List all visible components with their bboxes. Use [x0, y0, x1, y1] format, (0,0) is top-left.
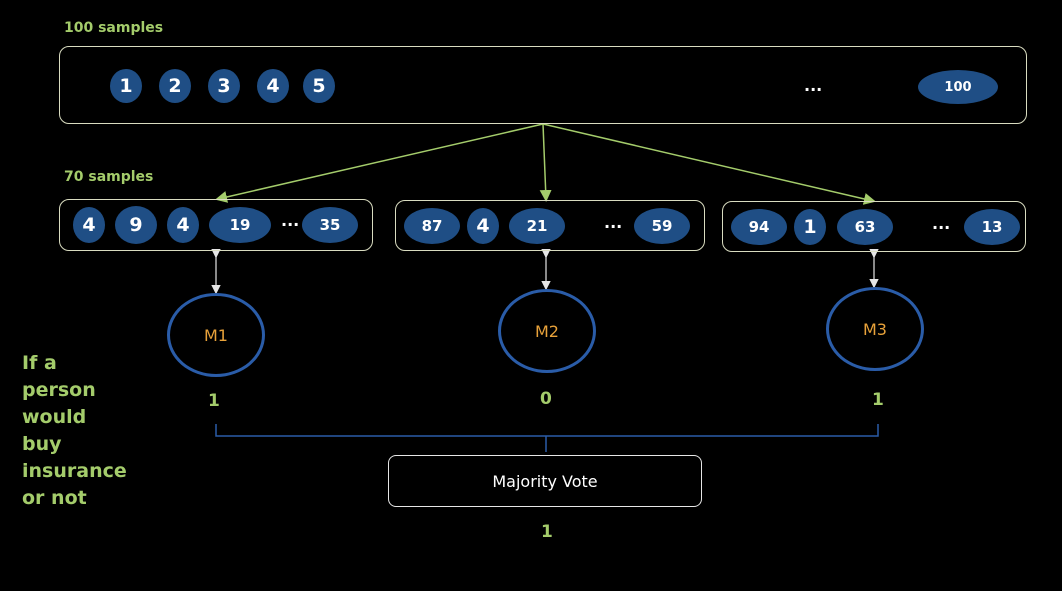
- question-line: or not: [22, 487, 87, 509]
- subset-3-ellipsis: ...: [932, 214, 951, 233]
- prediction-m3: 1: [872, 390, 884, 410]
- split-arrow-2: [539, 123, 552, 202]
- question-line: If a: [22, 352, 57, 374]
- vote-bracket: [215, 424, 879, 452]
- majority-vote-box: Majority Vote: [388, 455, 702, 507]
- subset-1-item: 4: [73, 207, 105, 243]
- subset-box-1: [59, 199, 373, 251]
- question-text: If a person would buy insurance or not: [22, 350, 127, 512]
- split-arrow-3: [542, 123, 876, 205]
- subset-1-item: 9: [115, 206, 157, 244]
- split-arrow-1: [215, 123, 544, 203]
- subset-2-item: 4: [467, 208, 499, 244]
- majority-vote-label: Majority Vote: [492, 471, 598, 491]
- model-m2-label: M2: [535, 321, 559, 341]
- subset-1-item: 4: [167, 207, 199, 243]
- subset-3-item: 94: [731, 209, 787, 245]
- sample-1: 1: [110, 69, 142, 103]
- subset-box-3: [722, 201, 1026, 252]
- subset-1-last: 35: [302, 207, 358, 243]
- subset-3-item: 63: [837, 209, 893, 245]
- sample-100: 100: [918, 70, 998, 104]
- subset-box-2: [395, 200, 705, 251]
- subset-1-ellipsis: ...: [281, 211, 300, 230]
- sample-4: 4: [257, 69, 289, 103]
- subset-samples-label: 70 samples: [64, 169, 154, 185]
- subset-2-item: 21: [509, 208, 565, 244]
- model-m1: M1: [167, 293, 265, 377]
- prediction-m2: 0: [540, 389, 552, 409]
- model-m3-label: M3: [863, 319, 887, 339]
- question-line: would: [22, 406, 87, 428]
- subset-2-item: 87: [404, 208, 460, 244]
- final-prediction: 1: [541, 522, 553, 542]
- sample-2: 2: [159, 69, 191, 103]
- subset-3-item: 1: [794, 209, 826, 245]
- full-dataset-box: [59, 46, 1027, 124]
- sample-5: 5: [303, 69, 335, 103]
- question-line: person: [22, 379, 96, 401]
- model-m2: M2: [498, 289, 596, 373]
- top-samples-label: 100 samples: [64, 20, 164, 36]
- subset-2-ellipsis: ...: [604, 213, 623, 232]
- sample-3: 3: [208, 69, 240, 103]
- model-m1-label: M1: [204, 325, 228, 345]
- prediction-m1: 1: [208, 391, 220, 411]
- subset-2-last: 59: [634, 208, 690, 244]
- top-ellipsis: ...: [804, 76, 823, 95]
- question-line: buy: [22, 433, 62, 455]
- subset-3-last: 13: [964, 209, 1020, 245]
- model-m3: M3: [826, 287, 924, 371]
- subset-1-item: 19: [209, 207, 271, 243]
- question-line: insurance: [22, 460, 127, 482]
